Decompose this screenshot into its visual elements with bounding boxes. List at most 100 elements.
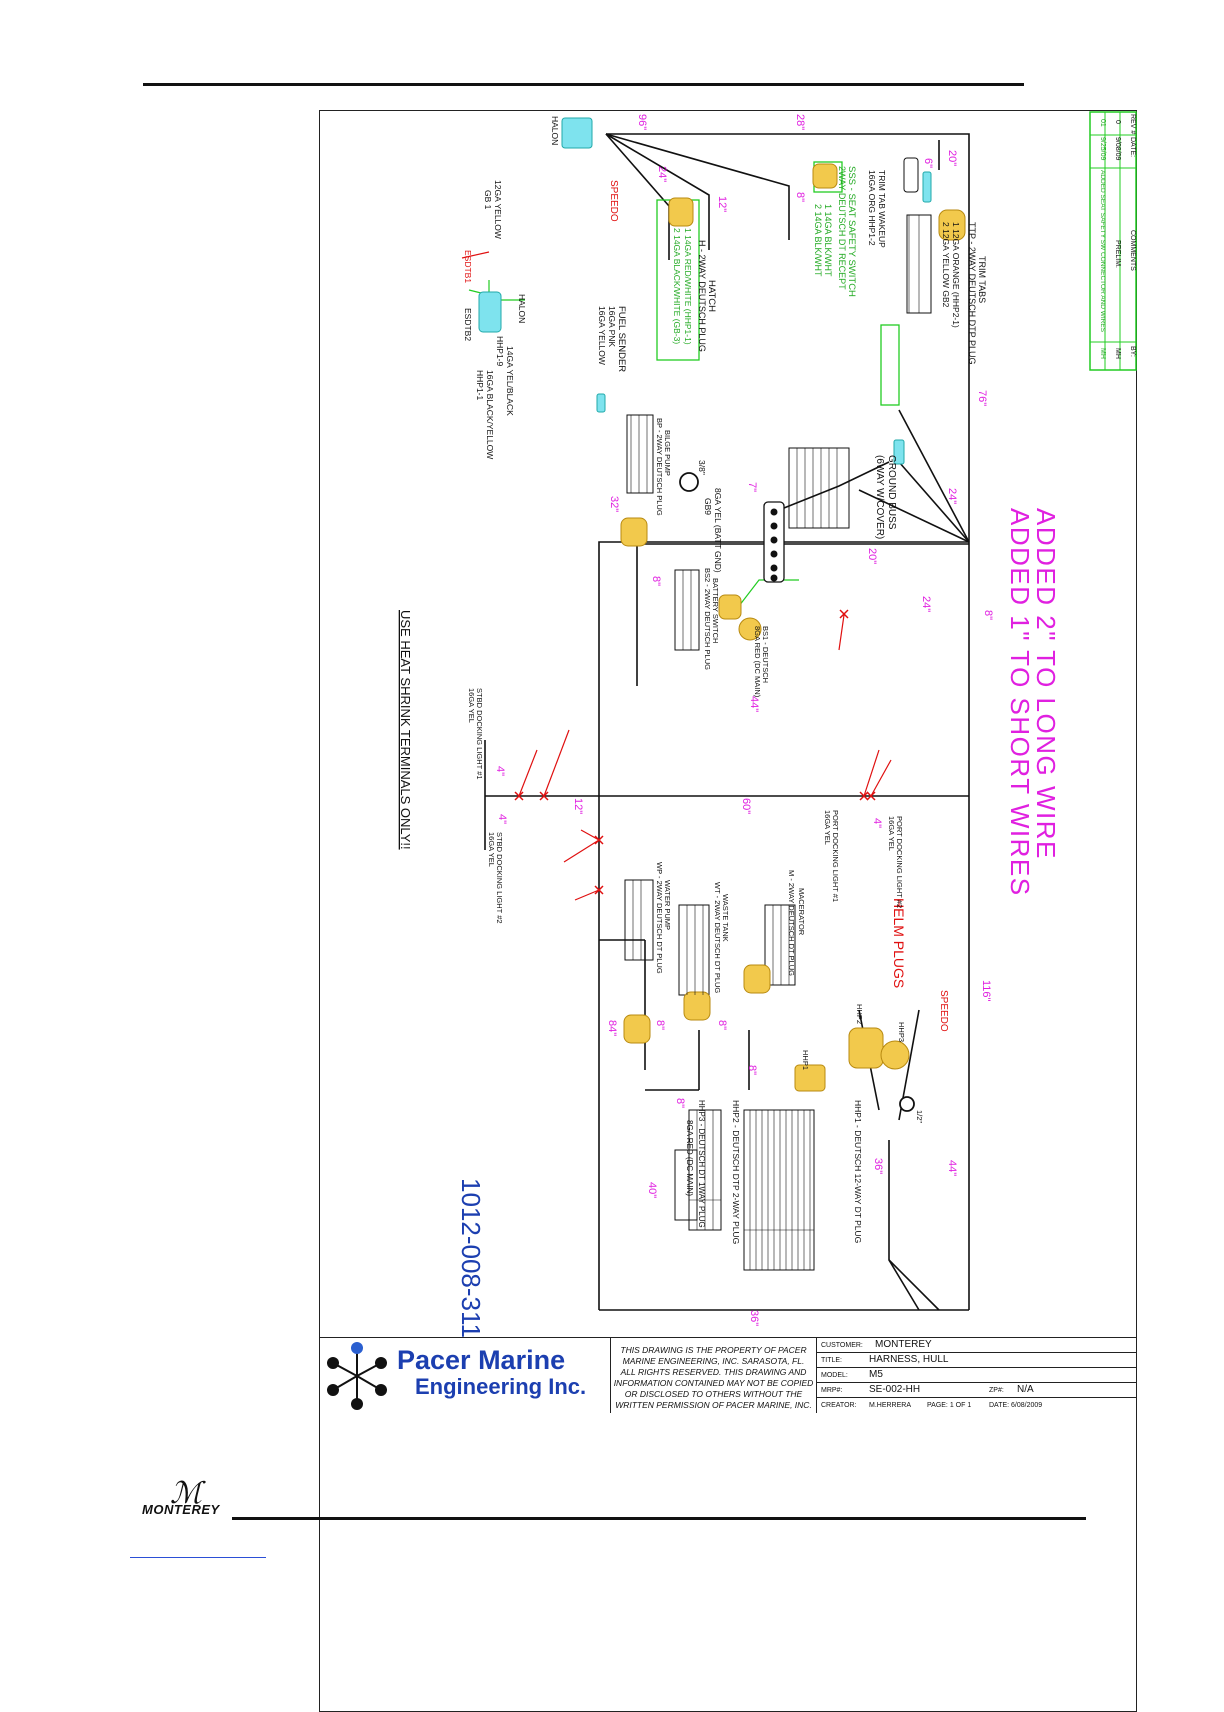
label-port-dock-2-wire: 16GA YEL bbox=[887, 816, 896, 851]
notice-line: OR DISCLOSED TO OTHERS WITHOUT THE bbox=[624, 1389, 803, 1399]
label-stbd-dock-1: STBD DOCKING LIGHT #1 bbox=[475, 688, 484, 780]
label-battery-gnd: 8GA YEL (BATT GND) bbox=[713, 488, 723, 573]
label-halon-wire2: 16GA BLACK/YELLOW bbox=[485, 370, 495, 459]
note-long-wire: ADDED 2" TO LONG WIRE bbox=[1031, 508, 1061, 860]
title-fields: CUSTOMER: MONTEREY TITLE: HARNESS, HULL … bbox=[817, 1338, 1137, 1413]
len-12b: 12" bbox=[572, 798, 584, 814]
label-halon-top: HALON bbox=[550, 116, 560, 145]
label-hatch: HATCH bbox=[706, 280, 717, 312]
notice-line: ALL RIGHTS RESERVED. THIS DRAWING AND bbox=[620, 1367, 807, 1377]
label-sss-title: SSS - SEAT SAFETY SWITCH bbox=[846, 166, 857, 297]
len-60: 60" bbox=[740, 798, 752, 814]
hhp1-connector bbox=[794, 1064, 826, 1092]
len-24a: 24" bbox=[656, 166, 668, 182]
label-hatch-pin1: 1 14GA RED/WHITE (HHP1-1) bbox=[683, 228, 693, 345]
label-hatch-plug: H - 2WAY DEUTSCH PLUG bbox=[697, 240, 707, 352]
footer-link[interactable] bbox=[130, 1557, 266, 1558]
creator-row: CREATOR: M.HERRERA PAGE: 1 OF 1 DATE: 6/… bbox=[817, 1398, 1137, 1413]
label-stbd-dock-2: STBD DOCKING LIGHT #2 bbox=[495, 832, 504, 924]
rev-row1-num: 0 bbox=[1114, 120, 1121, 124]
label-speedo-right: SPEEDO bbox=[938, 990, 949, 1032]
len-32: 32" bbox=[608, 496, 620, 512]
title-label: TITLE: bbox=[821, 1357, 843, 1364]
red-leaders bbox=[461, 251, 892, 901]
pacer-logo: Pacer Marine Engineering Inc. bbox=[319, 1338, 611, 1413]
len-20a: 20" bbox=[946, 150, 958, 166]
label-fuel-sender: FUEL SENDER bbox=[616, 306, 627, 372]
hhp3-connector bbox=[880, 1040, 910, 1070]
company-name-line2: Engineering Inc. bbox=[415, 1374, 587, 1399]
len-76: 76" bbox=[976, 390, 988, 406]
len-4a: 4" bbox=[494, 766, 506, 776]
len-8d: 8" bbox=[654, 1020, 666, 1030]
rev-row2-num: 01 bbox=[1099, 119, 1106, 127]
creator-value: M.HERRERA bbox=[869, 1402, 912, 1409]
label-ground-buss-sub: (6WAY W/COVER) bbox=[874, 455, 885, 539]
ground-terminal bbox=[893, 439, 905, 465]
hhp2-connector bbox=[848, 1027, 884, 1069]
pacer-star-icon bbox=[327, 1342, 387, 1410]
len-24b: 24" bbox=[946, 488, 958, 504]
label-fuel-pnk: 16GA PNK bbox=[607, 306, 617, 347]
label-sss-pin1: 1 14GA BLK/WHT bbox=[823, 204, 833, 277]
page-bottom-rule bbox=[232, 1517, 1086, 1520]
label-ring-12: 1/2" bbox=[915, 1110, 924, 1123]
len-6: 6" bbox=[922, 158, 934, 168]
rev-row1-comment: PRELIM. bbox=[1114, 240, 1121, 268]
creator-label: CREATOR: bbox=[821, 1402, 857, 1409]
len-28: 28" bbox=[794, 114, 806, 130]
zp-label: ZP#: bbox=[989, 1387, 1004, 1394]
zp-value: N/A bbox=[1017, 1384, 1034, 1395]
label-stbd-dock-1-wire: 16GA YEL bbox=[467, 688, 476, 723]
title-block: Pacer Marine Engineering Inc. THIS DRAWI… bbox=[319, 1337, 1137, 1413]
label-waste-tank-plug: WT - 2WAY DEUTSCH DT PLUG bbox=[713, 882, 722, 993]
rev-header-rev: REV # bbox=[1129, 114, 1136, 134]
hatch-connector bbox=[668, 197, 694, 227]
battery-ring-terminal bbox=[679, 472, 699, 492]
len-44b: 44" bbox=[946, 1160, 958, 1176]
wiring-diagram: REV # DATE: COMMENTS BY: 0 9/08/09 PRELI… bbox=[398, 111, 1137, 1337]
rev-row1-date: 9/08/09 bbox=[1114, 137, 1121, 160]
monterey-logo: ℳ MONTEREY bbox=[140, 1476, 250, 1526]
model-row: MODEL: M5 bbox=[817, 1368, 1137, 1383]
component-labels: HALON SPEEDO TRIM TAB WAKEUP 16GA ORG HH… bbox=[463, 116, 987, 1244]
label-hhp3: HHP3 bbox=[897, 1022, 906, 1042]
len-8c: 8" bbox=[650, 576, 662, 586]
note-helm-plugs: HELM PLUGS bbox=[891, 898, 907, 988]
label-stbd-dock-2-wire: 16GA YEL bbox=[487, 832, 496, 867]
page-value: PAGE: 1 OF 1 bbox=[927, 1402, 972, 1409]
page-top-rule bbox=[143, 83, 1024, 86]
label-hhp2-title: HHP2 - DEUTSCH DTP 2-WAY PLUG bbox=[731, 1100, 741, 1244]
label-sss-pin2: 2 14GA BLK/WHT bbox=[813, 204, 823, 277]
rev-row2-comment: ADDED SEAT SAFETY SW CONNECTOR AND WIRES bbox=[1099, 170, 1106, 333]
bs2-connector bbox=[718, 594, 742, 620]
len-8a: 8" bbox=[794, 192, 806, 202]
junction-marks bbox=[514, 609, 876, 895]
len-44a: 44" bbox=[748, 696, 760, 712]
customer-label: CUSTOMER: bbox=[821, 1342, 863, 1349]
revision-notes: ADDED 2" TO LONG WIRE ADDED 1" TO SHORT … bbox=[398, 508, 1061, 1337]
len-4b: 4" bbox=[871, 818, 883, 828]
len-36b: 36" bbox=[872, 1158, 884, 1174]
len-24c: 24" bbox=[920, 596, 932, 612]
notice-line: WRITTEN PERMISSION OF PACER MARINE, INC. bbox=[615, 1400, 812, 1410]
label-macerator: MACERATOR bbox=[797, 888, 806, 936]
mrp-label: MRP#: bbox=[821, 1387, 843, 1394]
rev-row2-by: MH bbox=[1099, 348, 1106, 359]
len-36a: 36" bbox=[748, 1310, 760, 1326]
rev-header-by: BY: bbox=[1129, 346, 1136, 357]
len-96: 96" bbox=[636, 114, 648, 130]
part-number: 1012-008-311 bbox=[456, 1178, 486, 1337]
model-value: M5 bbox=[869, 1369, 883, 1380]
len-84: 84" bbox=[606, 1020, 618, 1036]
title-value: HARNESS, HULL bbox=[869, 1354, 949, 1365]
label-waste-tank: WASTE TANK bbox=[721, 894, 730, 942]
note-heat-shrink: USE HEAT SHRINK TERMINALS ONLY!! bbox=[398, 610, 413, 850]
trim-plug bbox=[903, 157, 919, 193]
notice-line: INFORMATION CONTAINED MAY NOT BE COPIED bbox=[613, 1378, 814, 1388]
waste-tank-connector bbox=[683, 991, 711, 1021]
len-40: 40" bbox=[646, 1182, 658, 1198]
label-ttp-sub: TTP - 2WAY DEUTSCH DTP PLUG bbox=[967, 222, 977, 365]
company-name-line1: Pacer Marine bbox=[397, 1345, 566, 1375]
label-hhp3-wire: 8GA RED (DC MAIN) bbox=[685, 1120, 694, 1196]
